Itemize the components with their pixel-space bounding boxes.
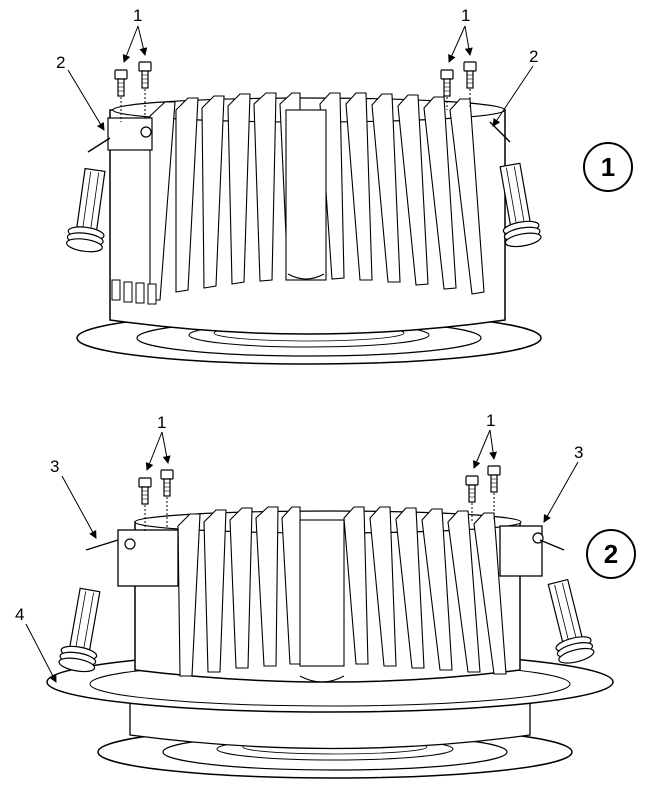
screw-icon bbox=[487, 465, 501, 493]
callout-screws-left: 1 bbox=[133, 6, 142, 25]
screw-icon bbox=[160, 469, 174, 497]
screw-icon bbox=[138, 477, 152, 505]
screw-icon bbox=[138, 61, 152, 89]
callout-trim-ring: 4 bbox=[15, 605, 24, 624]
step-2-number: 2 bbox=[604, 539, 618, 569]
step-1-number: 1 bbox=[601, 152, 615, 182]
spring-clip-left bbox=[57, 586, 109, 675]
heatsink-fins bbox=[149, 92, 485, 301]
callout-screws-left: 1 bbox=[157, 413, 166, 432]
callout-bracket-left: 3 bbox=[50, 457, 59, 476]
step-2-badge bbox=[586, 529, 636, 579]
screw-icon bbox=[463, 61, 477, 89]
callout-clip-right: 2 bbox=[529, 47, 538, 66]
step-1-badge bbox=[583, 142, 633, 192]
screw-icon bbox=[465, 475, 479, 503]
callout-bracket-right: 3 bbox=[574, 443, 583, 462]
spring-clip-left bbox=[65, 166, 114, 255]
screw-icon bbox=[440, 69, 454, 97]
spring-clip-right bbox=[539, 577, 596, 667]
screw-icon bbox=[114, 69, 128, 97]
callout-screws-right: 1 bbox=[486, 411, 495, 430]
callout-clip-left: 2 bbox=[56, 53, 65, 72]
step-2-illustration: 1 1 3 3 4 2 bbox=[15, 411, 636, 779]
callout-screws-right: 1 bbox=[461, 6, 470, 25]
step-1-illustration: 1 1 2 2 1 bbox=[56, 6, 633, 365]
